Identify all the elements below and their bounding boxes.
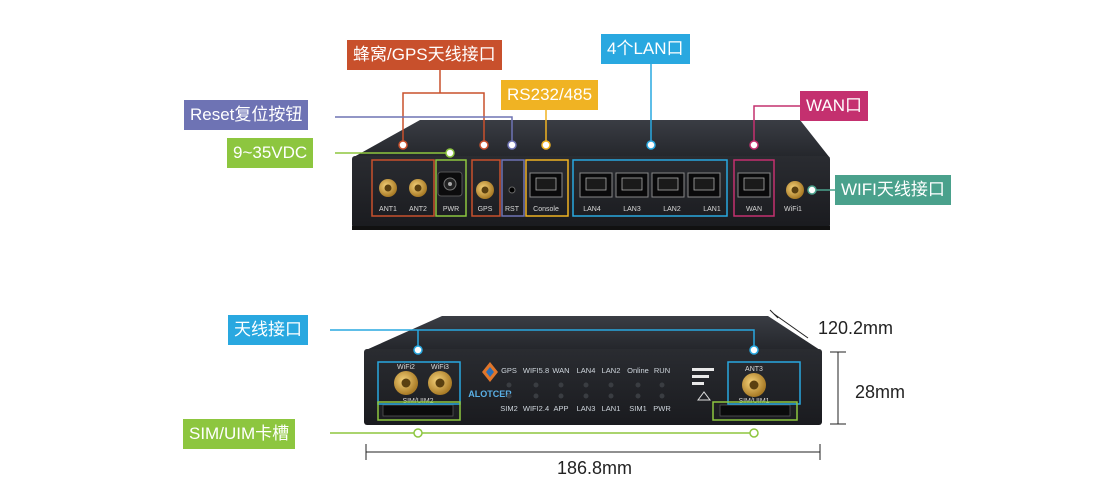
wifi3-connector: WiFi3 bbox=[428, 364, 452, 395]
ant1-connector: ANT1 bbox=[379, 179, 397, 213]
svg-text:WAN: WAN bbox=[552, 366, 569, 375]
console-port: Console bbox=[529, 172, 563, 213]
port-label-lan2: LAN2 bbox=[663, 206, 681, 213]
label-lan-ports: 4个LAN口 bbox=[601, 34, 690, 64]
dimension-lines bbox=[365, 309, 846, 460]
port-label-lan3: LAN3 bbox=[623, 206, 641, 213]
label-wifi-antenna: WIFI天线接口 bbox=[835, 175, 951, 205]
brand-name: ALOTCER bbox=[468, 389, 512, 399]
highlight-power bbox=[435, 159, 467, 217]
port-label-pwr: PWR bbox=[443, 206, 459, 213]
port-label-wifi1: WiFi1 bbox=[784, 206, 802, 213]
port-label-gps: GPS bbox=[478, 206, 493, 213]
highlight-front-ant-left bbox=[377, 361, 461, 405]
router-front-top bbox=[366, 316, 820, 350]
svg-text:LAN4: LAN4 bbox=[577, 366, 596, 375]
router-back-top bbox=[352, 120, 830, 158]
port-label-ant1: ANT1 bbox=[379, 206, 397, 213]
highlight-console bbox=[525, 159, 569, 217]
led-dots bbox=[506, 382, 665, 399]
dimension-height: 28mm bbox=[855, 382, 906, 402]
sim1-slot bbox=[719, 404, 791, 417]
port-label-lan1: LAN1 bbox=[703, 206, 721, 213]
ant3-connector: ANT3 bbox=[742, 366, 766, 397]
leader-dots bbox=[398, 140, 817, 438]
router-front-view: WiFi2 WiFi3 SIM/UIM2 ALOTCER GPS WIFI5.8… bbox=[364, 316, 822, 425]
front-label-wifi2: WiFi2 bbox=[397, 364, 415, 371]
highlight-sim-right bbox=[712, 401, 798, 421]
label-antenna-port: 天线接口 bbox=[228, 315, 308, 345]
svg-text:WIFI2.4: WIFI2.4 bbox=[523, 404, 549, 413]
wifi1-connector: WiFi1 bbox=[784, 181, 804, 213]
led-labels-bottom: SIM2 WIFI2.4 APP LAN3 LAN1 SIM1 PWR bbox=[500, 404, 671, 413]
port-label-console: Console bbox=[533, 206, 559, 213]
label-wan-port: WAN口 bbox=[800, 91, 869, 121]
svg-text:WIFI5.8: WIFI5.8 bbox=[523, 366, 549, 375]
sim2-slot bbox=[382, 404, 454, 417]
svg-text:GPS: GPS bbox=[501, 366, 517, 375]
signal-strength-icon bbox=[692, 368, 714, 401]
svg-text:SIM2: SIM2 bbox=[500, 404, 518, 413]
label-power: 9~35VDC bbox=[227, 138, 314, 168]
dimension-width: 186.8mm bbox=[557, 458, 633, 478]
highlight-reset bbox=[501, 159, 525, 217]
router-back-view: ANT1 ANT2 PWR GPS RST Console bbox=[352, 120, 830, 230]
svg-text:LAN2: LAN2 bbox=[602, 366, 621, 375]
highlight-wan bbox=[733, 159, 775, 217]
svg-text:SIM1: SIM1 bbox=[629, 404, 647, 413]
brand-logo: ALOTCER bbox=[468, 362, 512, 399]
svg-text:LAN1: LAN1 bbox=[602, 404, 621, 413]
reset-hole: RST bbox=[505, 186, 520, 213]
label-reset-button: Reset复位按钮 bbox=[184, 100, 309, 130]
front-label-ant3: ANT3 bbox=[745, 366, 763, 373]
label-cellular-gps-antenna: 蜂窝/GPS天线接口 bbox=[347, 40, 502, 70]
dimension-depth: 120.2mm bbox=[818, 318, 894, 338]
led-labels-top: GPS WIFI5.8 WAN LAN4 LAN2 Online RUN bbox=[501, 366, 670, 375]
port-label-rst: RST bbox=[505, 206, 520, 213]
lan-port-block: LAN4 LAN3 LAN2 LAN1 bbox=[579, 172, 721, 213]
highlight-front-ant-right bbox=[727, 361, 801, 405]
ant2-connector: ANT2 bbox=[409, 179, 427, 213]
port-label-wan: WAN bbox=[746, 206, 762, 213]
wifi2-connector: WiFi2 bbox=[394, 364, 418, 395]
highlight-sim-left bbox=[377, 401, 461, 421]
power-jack: PWR bbox=[437, 171, 463, 213]
svg-text:LAN3: LAN3 bbox=[577, 404, 596, 413]
front-label-wifi3: WiFi3 bbox=[431, 364, 449, 371]
svg-text:PWR: PWR bbox=[653, 404, 671, 413]
highlight-lan bbox=[572, 159, 728, 217]
svg-text:Online: Online bbox=[627, 366, 649, 375]
port-label-ant2: ANT2 bbox=[409, 206, 427, 213]
svg-text:RUN: RUN bbox=[654, 366, 670, 375]
wan-port: WAN bbox=[737, 172, 771, 213]
label-rs232-485: RS232/485 bbox=[501, 80, 599, 110]
gps-connector: GPS bbox=[476, 181, 494, 213]
port-label-lan4: LAN4 bbox=[583, 206, 601, 213]
highlight-gps bbox=[471, 159, 501, 217]
svg-text:APP: APP bbox=[553, 404, 568, 413]
label-sim-slot: SIM/UIM卡槽 bbox=[183, 419, 296, 449]
highlight-ant bbox=[371, 159, 435, 217]
